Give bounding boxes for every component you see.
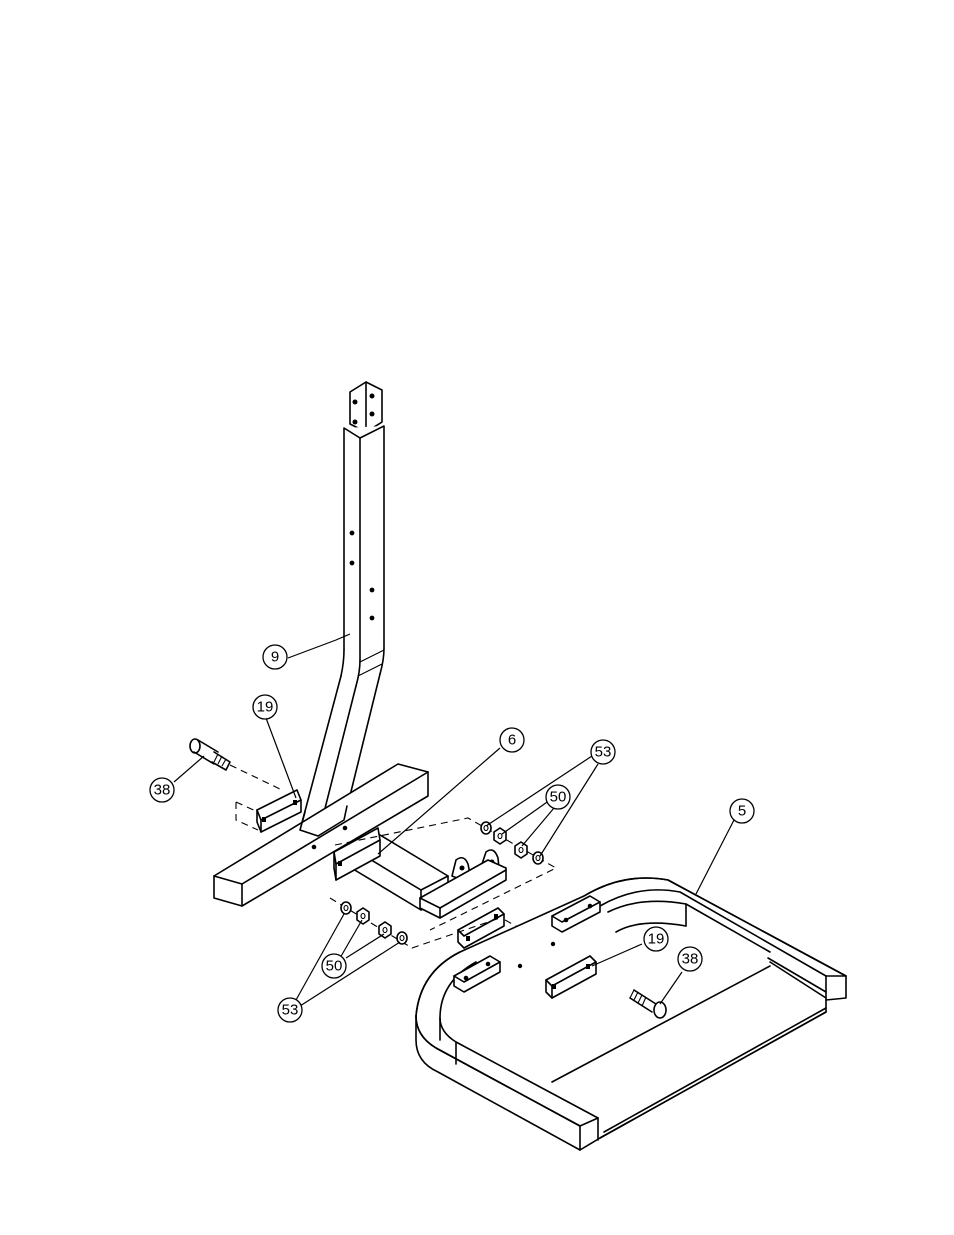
plate-part-19-left [236, 790, 301, 832]
svg-text:53: 53 [282, 1002, 299, 1019]
svg-text:38: 38 [154, 782, 171, 799]
callout-50-lower: 50 [322, 954, 346, 978]
callout-53-lower: 53 [278, 998, 302, 1022]
callout-38-right: 38 [678, 947, 702, 971]
svg-text:5: 5 [738, 803, 746, 820]
callout-19-right: 19 [644, 927, 668, 951]
callout-5: 5 [730, 799, 754, 823]
svg-text:6: 6 [508, 732, 516, 749]
svg-text:53: 53 [595, 744, 612, 761]
bracket-part-6 [334, 828, 506, 948]
bolt-part-38-left [190, 739, 282, 790]
svg-text:19: 19 [257, 699, 274, 716]
hardware-left [341, 902, 407, 944]
svg-text:19: 19 [648, 931, 665, 948]
svg-text:50: 50 [550, 789, 567, 806]
svg-text:38: 38 [682, 951, 699, 968]
callout-19-left: 19 [253, 695, 277, 719]
svg-text:50: 50 [326, 958, 343, 975]
callout-38-left: 38 [150, 778, 174, 802]
callout-50-upper: 50 [546, 785, 570, 809]
callout-6: 6 [500, 728, 524, 752]
callout-9: 9 [263, 645, 287, 669]
callout-53-upper: 53 [591, 740, 615, 764]
svg-text:9: 9 [271, 649, 279, 666]
upright-post-part-9 [300, 382, 384, 836]
